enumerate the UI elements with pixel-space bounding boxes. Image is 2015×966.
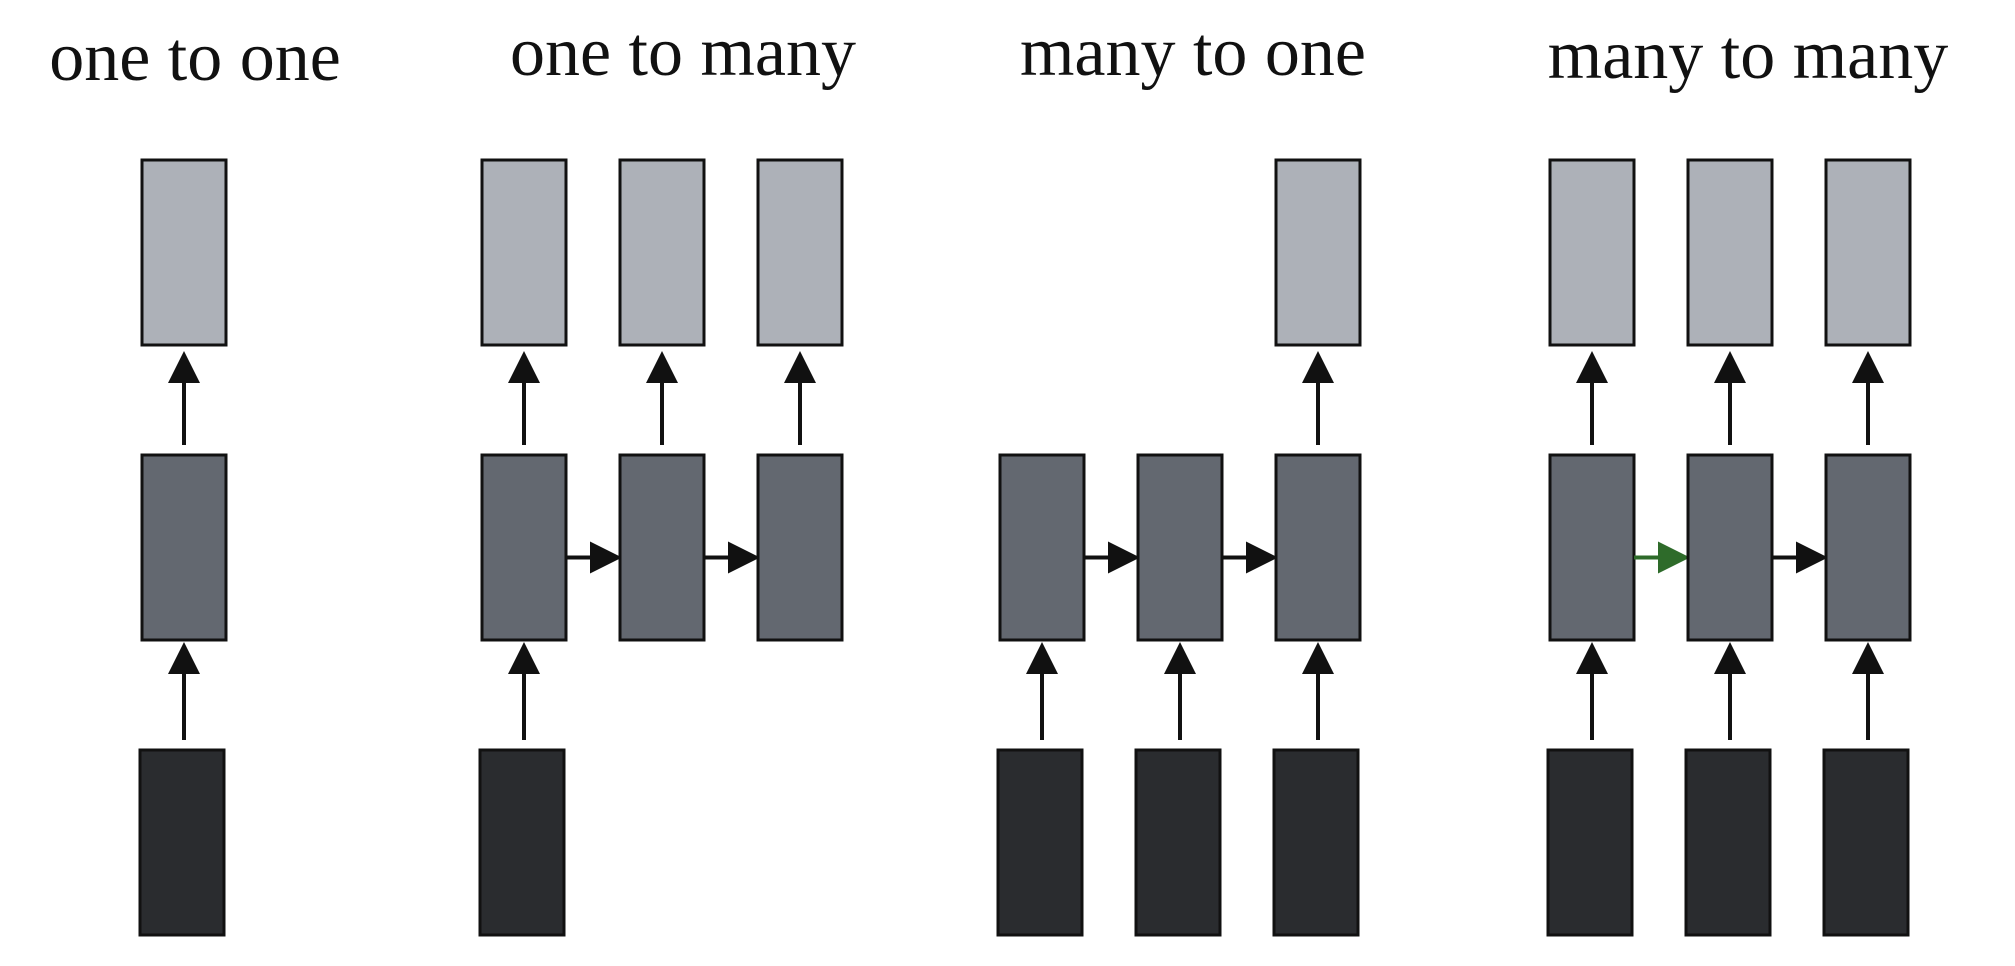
input-box-many-to-many-2 [1822,748,1910,937]
output-box-many-to-many-2 [1824,158,1912,347]
panel-title-many-to-many: many to many [1548,17,1948,94]
input-box-many-to-many-0 [1546,748,1634,937]
hidden-box-many-to-many-0 [1548,453,1636,642]
output-box-many-to-one-2 [1274,158,1362,347]
hidden-box-many-to-one-1 [1136,453,1224,642]
input-box-one-to-many-0 [478,748,566,937]
output-box-one-to-many-1 [618,158,706,347]
hidden-box-many-to-one-0 [998,453,1086,642]
input-box-one-to-one-0 [138,748,226,937]
input-box-many-to-one-1 [1134,748,1222,937]
output-box-one-to-many-0 [480,158,568,347]
hidden-box-one-to-many-1 [618,453,706,642]
input-box-many-to-one-2 [1272,748,1360,937]
output-box-many-to-many-1 [1686,158,1774,347]
hidden-box-one-to-one-0 [140,453,228,642]
output-box-many-to-many-0 [1548,158,1636,347]
diagram-shapes [138,158,1912,937]
hidden-box-many-to-one-2 [1274,453,1362,642]
hidden-box-many-to-many-2 [1824,453,1912,642]
panel-title-one-to-one: one to one [49,19,341,96]
panel-title-many-to-one: many to one [1020,14,1366,91]
output-box-one-to-one-0 [140,158,228,347]
panel-title-one-to-many: one to many [510,14,856,91]
output-box-one-to-many-2 [756,158,844,347]
hidden-box-one-to-many-0 [480,453,568,642]
hidden-box-many-to-many-1 [1686,453,1774,642]
hidden-box-one-to-many-2 [756,453,844,642]
input-box-many-to-one-0 [996,748,1084,937]
input-box-many-to-many-1 [1684,748,1772,937]
